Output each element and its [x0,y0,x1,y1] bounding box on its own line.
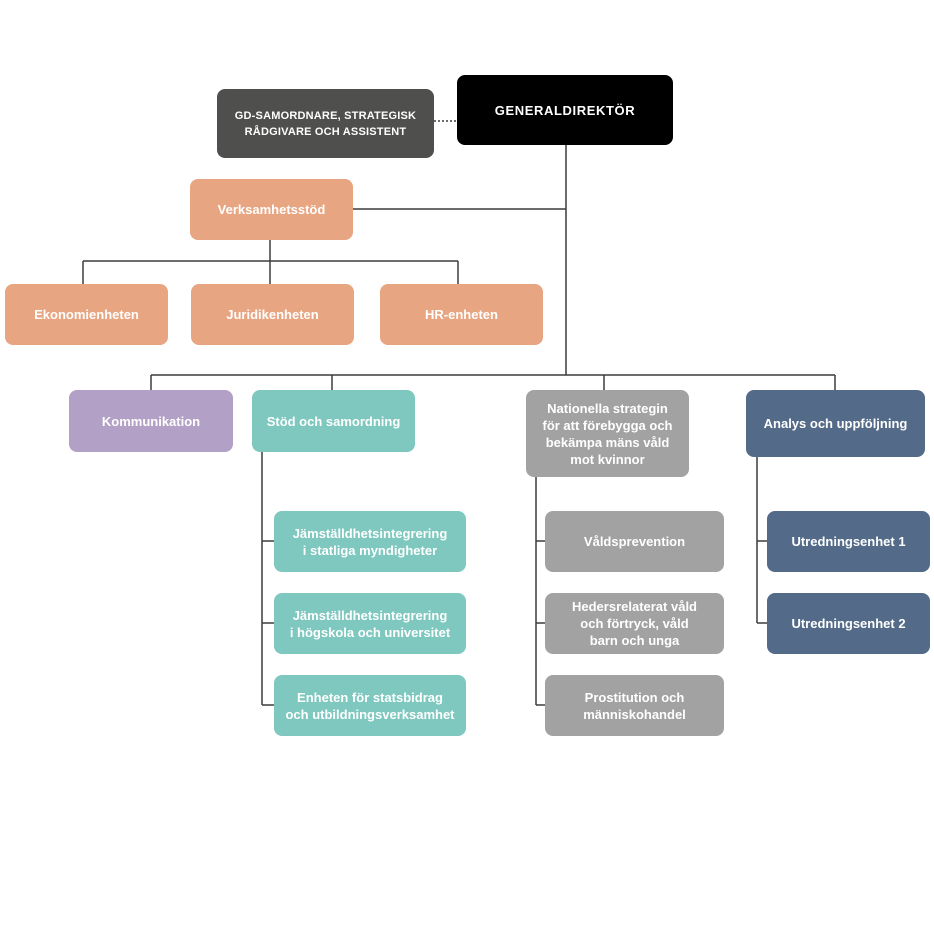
node-analys-och-uppfoljning: Analys och uppföljning [746,390,925,457]
node-jamstalldhet-hogskola: Jämställdhetsintegrering i högskola och … [274,593,466,654]
node-jamstalldhet-statliga: Jämställdhetsintegrering i statliga mynd… [274,511,466,572]
node-hedersrelaterat: Hedersrelaterat våld och förtryck, våld … [545,593,724,654]
node-utredningsenhet-1: Utredningsenhet 1 [767,511,930,572]
node-utredningsenhet-2: Utredningsenhet 2 [767,593,930,654]
node-valdsprevention: Våldsprevention [545,511,724,572]
node-hr-enheten: HR-enheten [380,284,543,345]
node-kommunikation: Kommunikation [69,390,233,452]
node-enheten-statsbidrag: Enheten för statsbidrag och utbildningsv… [274,675,466,736]
node-stod-och-samordning: Stöd och samordning [252,390,415,452]
node-verksamhetsstod: Verksamhetsstöd [190,179,353,240]
node-nationella-strategin: Nationella strategin för att förebygga o… [526,390,689,477]
node-generaldirektor: GENERALDIREKTÖR [457,75,673,145]
node-prostitution: Prostitution och människohandel [545,675,724,736]
node-juridikenheten: Juridikenheten [191,284,354,345]
node-gd-samordnare: GD-SAMORDNARE, STRATEGISK RÅDGIVARE OCH … [217,89,434,158]
node-ekonomienheten: Ekonomienheten [5,284,168,345]
